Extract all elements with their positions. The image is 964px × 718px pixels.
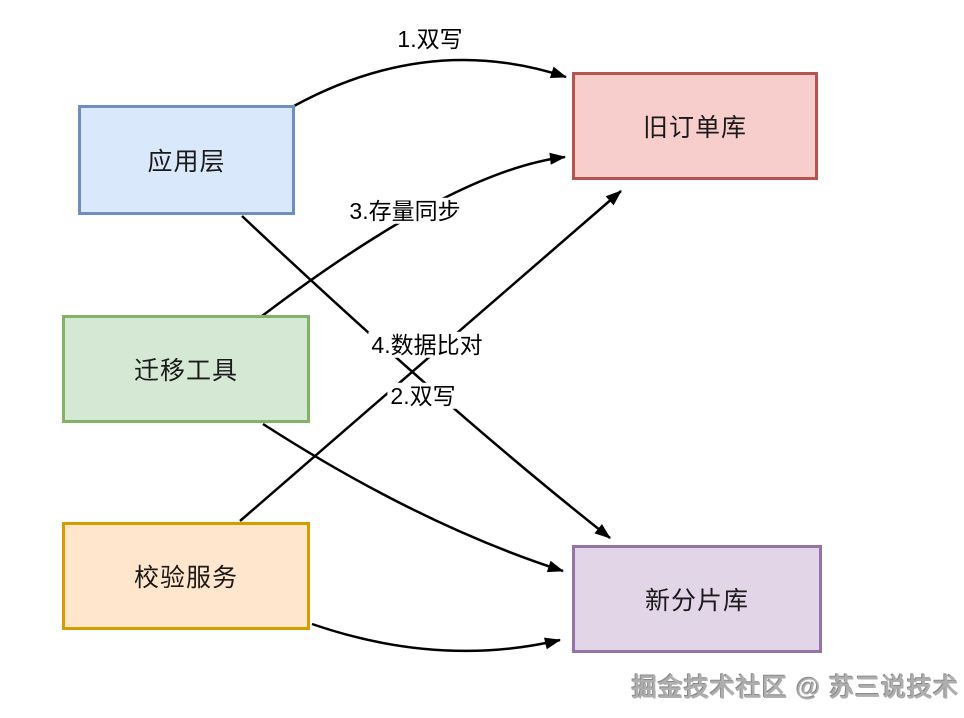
node-validation-service: 校验服务 <box>62 522 310 630</box>
edge-label-double-write-1: 1.双写 <box>394 25 466 53</box>
arrow-migration-to-old-db-stock-sync <box>261 152 566 317</box>
node-new-shard-db-label: 新分片库 <box>644 587 749 615</box>
node-new-shard-db: 新分片库 <box>572 545 822 653</box>
arrow-app-to-old-db-double-write-1 <box>293 58 567 108</box>
node-migration-tool: 迁移工具 <box>62 315 310 423</box>
edge-label-data-compare-4: 4.数据比对 <box>368 331 486 359</box>
arrow-validation-to-new-db <box>311 622 561 653</box>
node-old-order-db-label: 旧订单库 <box>642 114 747 142</box>
node-app-layer-label: 应用层 <box>147 148 226 176</box>
node-old-order-db: 旧订单库 <box>572 72 818 180</box>
edge-label-stock-sync-3: 3.存量同步 <box>346 197 464 225</box>
node-migration-tool-label: 迁移工具 <box>133 357 238 385</box>
edge-label-double-write-2: 2.双写 <box>387 382 459 410</box>
node-validation-service-label: 校验服务 <box>133 564 238 592</box>
watermark-text: 掘金技术社区 @ 苏三说技术 <box>632 674 960 702</box>
node-app-layer: 应用层 <box>78 105 295 215</box>
